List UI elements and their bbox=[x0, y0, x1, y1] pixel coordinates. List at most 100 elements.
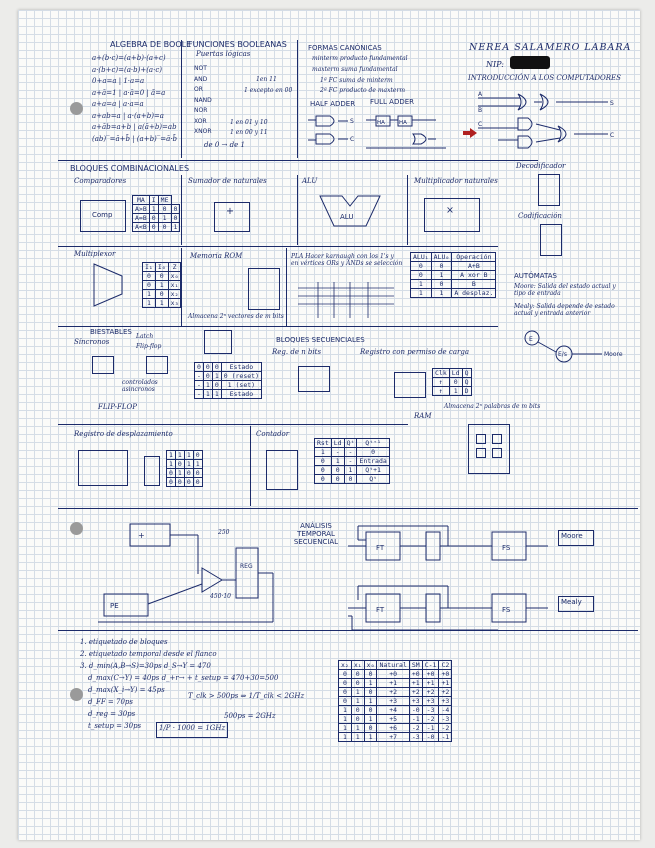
truth-table-cell: +4 bbox=[376, 705, 410, 715]
boole-line: a+āb=a+b | a(ā+b)=ab bbox=[92, 123, 177, 131]
truth-table-cell: -2 bbox=[408, 723, 423, 733]
alu-table-cell: A+B bbox=[451, 261, 497, 271]
sr-table-cell: 1 bbox=[211, 389, 222, 399]
memoria-label: Memoria ROM bbox=[190, 252, 243, 260]
truth-table-cell: 0 bbox=[363, 705, 378, 715]
mealy-note: Mealy: Salida depende de estado actual y… bbox=[514, 303, 615, 317]
boole-line: a+a=a | a·a=a bbox=[92, 100, 144, 108]
formas-line-2: maxterm suma fundamental bbox=[312, 66, 398, 73]
gate-or-label: OR bbox=[194, 86, 203, 93]
truth-table-cell: 0 bbox=[338, 669, 352, 679]
automatas-title: AUTÓMATAS bbox=[514, 272, 557, 280]
contador-table-cell: 1 bbox=[343, 465, 358, 475]
controlados-label: controlados asincronos bbox=[122, 379, 158, 393]
boole-line: (ab)‾=ā+b̄ | (a+b)‾=ā·b̄ bbox=[92, 134, 178, 143]
calc-line-2: d_max(C→Y) = 40ps d_+r→ + t_setup = 470+… bbox=[88, 674, 279, 682]
svg-text:+: + bbox=[138, 531, 145, 540]
analisis-title: ANÁLISIS TEMPORAL SECUENCIAL bbox=[293, 522, 339, 547]
svg-text:C: C bbox=[478, 121, 482, 128]
truth-table-cell: +3 bbox=[421, 696, 440, 706]
calc-line-3: d_max(X_i→Y) = 45ps bbox=[88, 686, 165, 694]
contador-table-cell: 0 bbox=[356, 447, 390, 457]
desplazamiento-label: Registro de desplazamiento bbox=[74, 430, 173, 438]
truth-table-cell: +1 bbox=[376, 678, 410, 688]
pla-label: PLA Hacer karnaugh con los 1's y en vért… bbox=[291, 253, 403, 267]
sr-table-cell: - bbox=[194, 371, 204, 381]
flipflop-label: Flip-flop bbox=[136, 343, 162, 350]
comp-block bbox=[80, 200, 126, 232]
truth-table-cell: -2 bbox=[421, 714, 440, 724]
calc-line-5: d_reg = 30ps bbox=[88, 710, 136, 718]
truth-table-cell: 0 bbox=[363, 669, 378, 679]
svg-text:HA: HA bbox=[377, 120, 385, 126]
codificador-label: Codificación bbox=[518, 212, 562, 220]
formas-line-1: minterm producto fundamental bbox=[312, 55, 408, 62]
truth-table-cell: 1 bbox=[350, 723, 365, 733]
svg-text:E/s: E/s bbox=[558, 351, 567, 358]
rom-block bbox=[248, 268, 280, 310]
truth-table-cell: +5 bbox=[376, 714, 410, 724]
truth-table-cell: 1 bbox=[363, 714, 378, 724]
svg-text:FS: FS bbox=[502, 606, 511, 614]
ram-cell bbox=[476, 448, 486, 458]
sr-block bbox=[204, 330, 232, 354]
contador-table-cell: 0 bbox=[330, 465, 345, 475]
comp-table-cell: I bbox=[148, 195, 159, 205]
freq-line: 500ps = 2GHz bbox=[224, 712, 276, 720]
sr-table-cell: 0 bbox=[194, 362, 204, 372]
calc-line-1: 3. d_min(A,B→S)=30ps d_S→Y = 470 bbox=[80, 662, 211, 670]
svg-text:S: S bbox=[350, 118, 354, 125]
comp-table-cell: 0 bbox=[170, 213, 181, 223]
sr-table-cell: 1 bbox=[202, 380, 213, 390]
svg-text:Moore: Moore bbox=[604, 351, 623, 358]
truth-table-cell: -1 bbox=[408, 714, 423, 724]
contador-table-cell: - bbox=[343, 447, 358, 457]
truth-table-cell: 1 bbox=[350, 732, 365, 742]
contador-table-cell: 0 bbox=[314, 456, 332, 466]
boole-title: ALGEBRA DE BOOLE bbox=[110, 40, 192, 49]
full-adder-label: FULL ADDER bbox=[370, 98, 415, 106]
contador-table-cell: Qᵗ bbox=[343, 438, 358, 448]
flipflop-block bbox=[146, 356, 168, 374]
sincronos-label: Síncronos bbox=[74, 338, 110, 346]
contador-table-cell: Qᵗ+1 bbox=[356, 465, 390, 475]
boole-line: a+(b·c)=(a+b)·(a+c) bbox=[92, 54, 166, 62]
truth-table-cell: +0 bbox=[376, 669, 410, 679]
shift-reg-block-2 bbox=[144, 456, 160, 486]
boole-line: a+ā=1 | a·ā=0 | ā̄=a bbox=[92, 88, 166, 97]
truth-table-cell: +2 bbox=[408, 687, 423, 697]
author-name: NEREA SALAMERO LABARA bbox=[469, 42, 632, 53]
sr-table-cell: 0 bbox=[211, 380, 222, 390]
truth-table-cell: 1 bbox=[350, 687, 365, 697]
svg-text:S: S bbox=[610, 100, 614, 107]
gate-note-or: 1 excepto en 00 bbox=[244, 87, 293, 94]
timing-circuit-diagram: + REG PE bbox=[98, 523, 274, 623]
truth-table-cell: 1 bbox=[363, 696, 378, 706]
truth-table-cell: 1 bbox=[338, 705, 352, 715]
latch-label: Latch bbox=[136, 333, 154, 340]
truth-table-cell: +7 bbox=[376, 732, 410, 742]
truth-table-cell: -3 bbox=[421, 705, 440, 715]
gate-and-label: AND bbox=[194, 75, 208, 83]
svg-text:C: C bbox=[610, 132, 614, 139]
alu-table-cell: 1 bbox=[410, 279, 432, 289]
contador-table-cell: 0 bbox=[314, 474, 332, 484]
contador-table-row: 1--0 bbox=[314, 447, 390, 457]
truth-table-cell: +2 bbox=[421, 687, 440, 697]
contador-table-cell: 0 bbox=[343, 474, 358, 484]
truth-table-cell: C2 bbox=[438, 660, 453, 670]
sr-table-cell: Estado bbox=[220, 362, 263, 372]
contador-table-cell: 0 bbox=[314, 465, 332, 475]
